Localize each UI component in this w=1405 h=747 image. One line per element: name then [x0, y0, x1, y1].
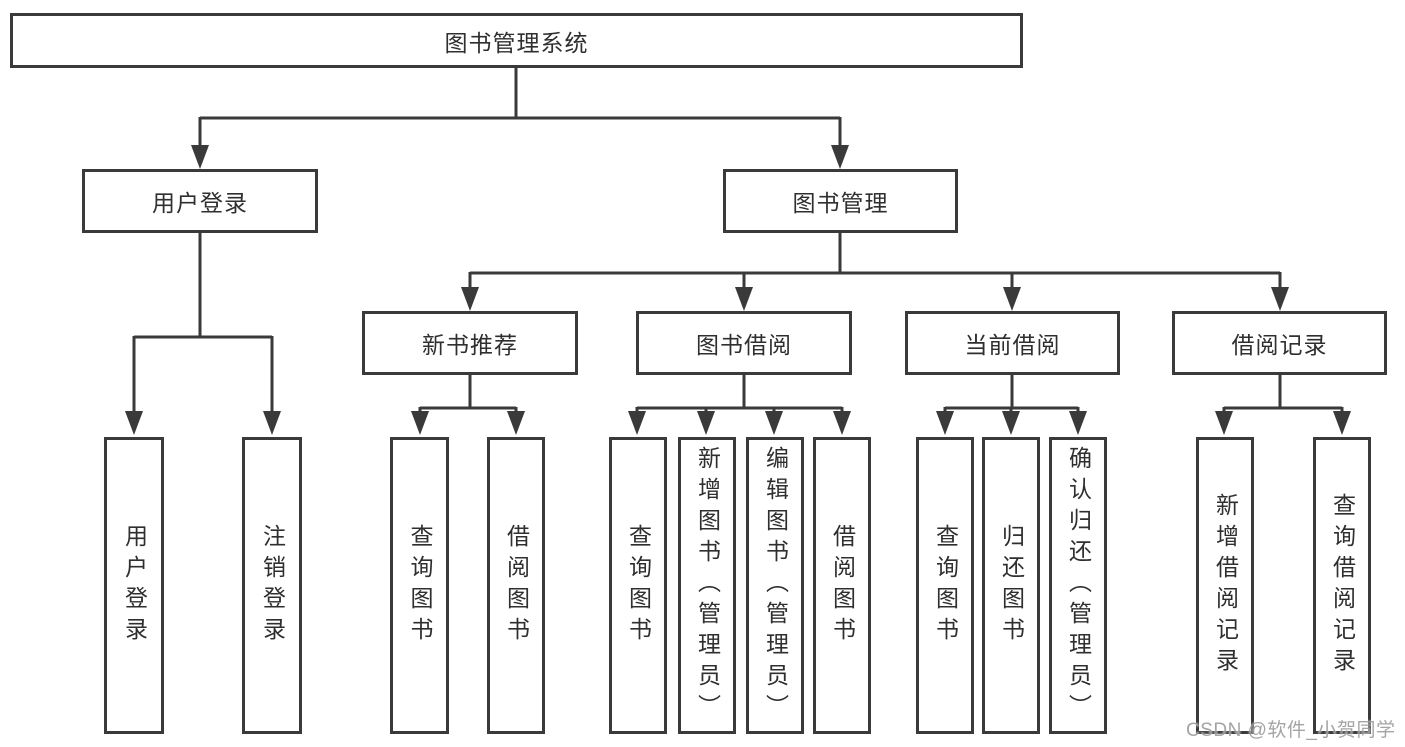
node-label: 注销登录: [259, 523, 286, 648]
node-label: 查询图书: [625, 523, 652, 648]
leaf-return-books: 归还图书: [982, 437, 1040, 734]
node-label: 图书管理系统: [444, 29, 589, 56]
node-label: 确认归还（管理员）: [1065, 446, 1092, 725]
node-new-book-recommendation: 新书推荐: [362, 311, 578, 375]
node-book-borrowing: 图书借阅: [636, 311, 852, 375]
leaf-user-login: 用户登录: [104, 437, 164, 734]
leaf-add-borrow-record: 新增借阅记录: [1196, 437, 1254, 734]
node-label: 当前借阅: [964, 332, 1061, 358]
leaf-query-books-current: 查询图书: [916, 437, 974, 734]
node-library-management-system: 图书管理系统: [10, 13, 1023, 68]
watermark: CSDN @软件_小贺同学: [1186, 720, 1396, 741]
node-book-management: 图书管理: [723, 169, 958, 233]
node-label: 新书推荐: [422, 332, 518, 358]
leaf-logout: 注销登录: [242, 437, 302, 734]
node-label: 编辑图书（管理员）: [762, 446, 789, 725]
leaf-query-books-recommend: 查询图书: [390, 437, 449, 734]
node-user-login: 用户登录: [82, 169, 318, 233]
node-label: 新增借阅记录: [1212, 492, 1239, 679]
leaf-borrow-books: 借阅图书: [813, 437, 871, 734]
leaf-confirm-return-admin: 确认归还（管理员）: [1049, 437, 1107, 734]
leaf-query-books-borrowing: 查询图书: [609, 437, 667, 734]
arrowhead-icons: [125, 145, 1351, 435]
node-label: 图书借阅: [696, 332, 792, 358]
node-current-borrowing: 当前借阅: [905, 311, 1120, 375]
leaf-borrow-books-recommend: 借阅图书: [487, 437, 545, 734]
node-label: 查询图书: [407, 523, 433, 648]
node-label: 用户登录: [152, 190, 248, 216]
node-label: 图书管理: [792, 190, 889, 216]
node-label: 查询借阅记录: [1329, 492, 1356, 679]
node-borrowing-records: 借阅记录: [1172, 311, 1387, 375]
node-label: 归还图书: [998, 523, 1025, 648]
node-label: 借阅图书: [829, 523, 856, 648]
node-label: 新增图书（管理员）: [694, 446, 721, 725]
leaf-query-borrow-record: 查询借阅记录: [1313, 437, 1371, 734]
leaf-add-books-admin: 新增图书（管理员）: [678, 437, 736, 734]
node-label: 借阅图书: [503, 523, 530, 648]
leaf-edit-books-admin: 编辑图书（管理员）: [746, 437, 804, 734]
node-label: 查询图书: [932, 523, 959, 648]
node-label: 借阅记录: [1231, 332, 1328, 358]
node-label: 用户登录: [121, 523, 148, 648]
